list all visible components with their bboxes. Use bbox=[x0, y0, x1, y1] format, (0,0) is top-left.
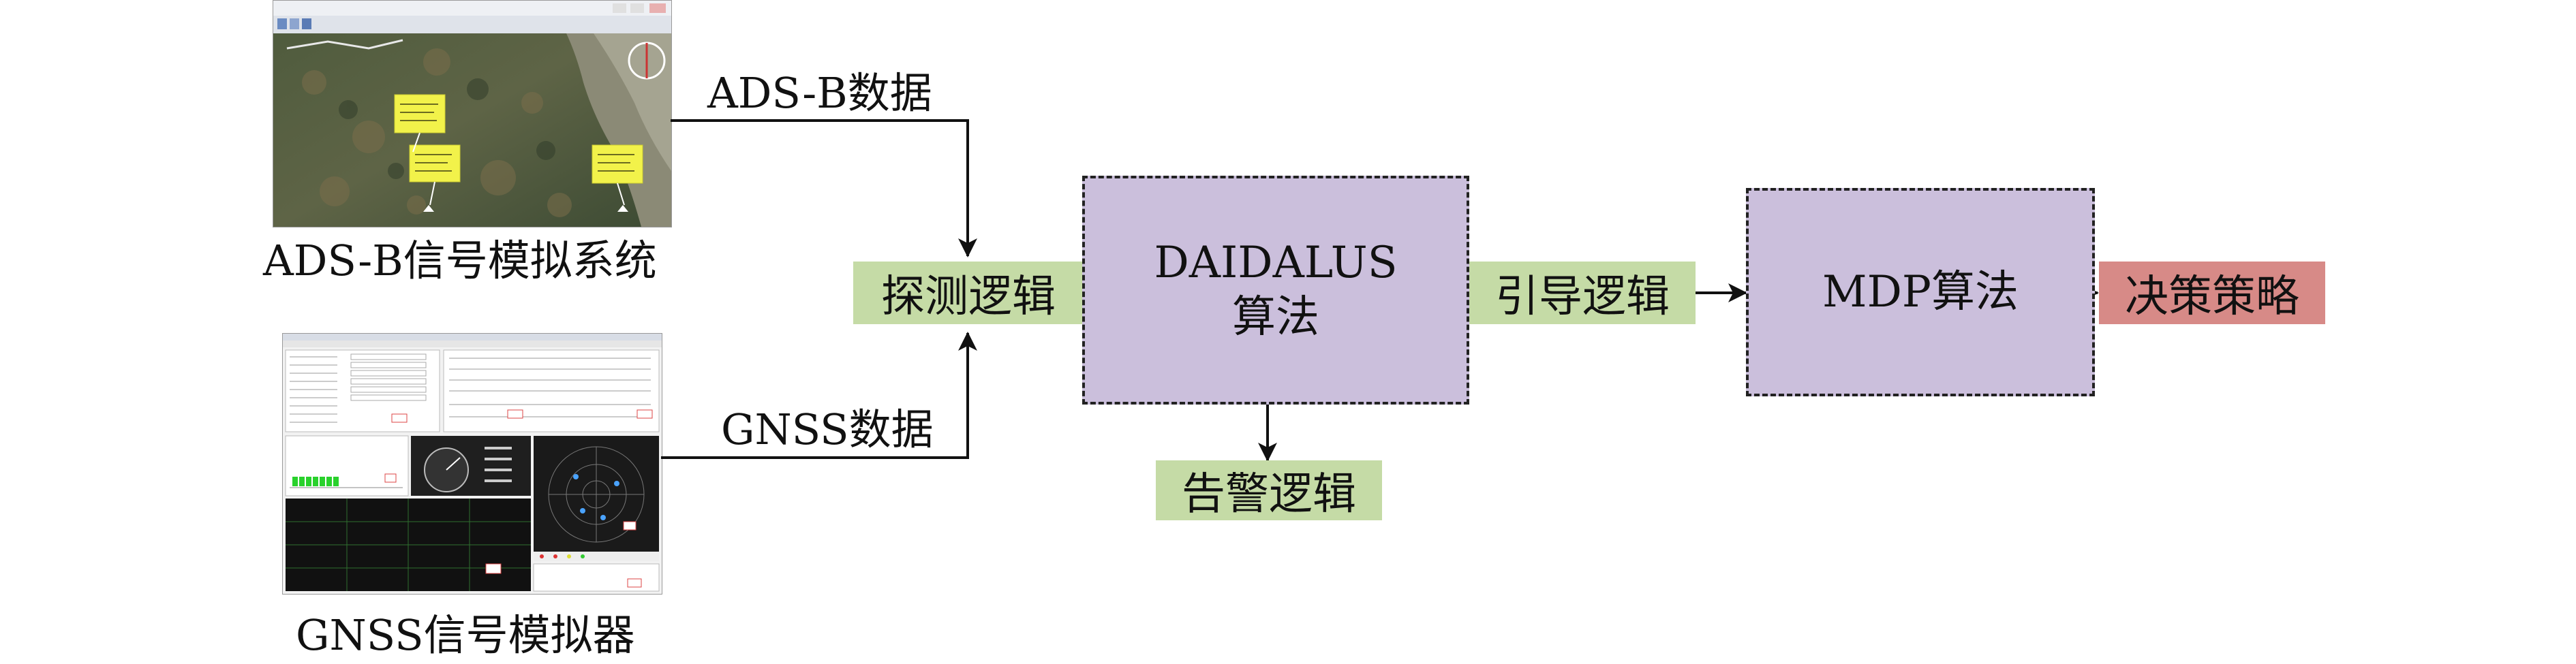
mdp-box: MDP算法 bbox=[1746, 188, 2095, 396]
daidalus-box: DAIDALUS 算法 bbox=[1082, 176, 1469, 405]
detect-logic-box: 探测逻辑 bbox=[853, 262, 1084, 324]
adsb-to-detect-arrow bbox=[671, 119, 977, 257]
guide-logic-box: 引导逻辑 bbox=[1469, 262, 1696, 324]
adsb-data-label: ADS-B数据 bbox=[707, 68, 932, 118]
daidalus-title: DAIDALUS bbox=[1154, 238, 1398, 288]
adsb-map-image bbox=[273, 1, 671, 227]
gnss-data-label: GNSS数据 bbox=[721, 405, 934, 454]
gnss-simulator-label: GNSS信号模拟器 bbox=[296, 610, 635, 660]
alert-logic-box: 告警逻辑 bbox=[1156, 460, 1382, 520]
adsb-screenshot bbox=[273, 0, 672, 227]
gnss-to-detect-arrow bbox=[661, 332, 977, 459]
gnss-screenshot bbox=[282, 333, 662, 595]
decision-strategy-box: 决策策略 bbox=[2099, 262, 2325, 324]
daidalus-subtitle: 算法 bbox=[1232, 292, 1319, 343]
gnss-software-image bbox=[283, 334, 662, 594]
mdp-title: MDP算法 bbox=[1822, 267, 2019, 317]
adsb-system-label: ADS-B信号模拟系统 bbox=[263, 236, 657, 285]
